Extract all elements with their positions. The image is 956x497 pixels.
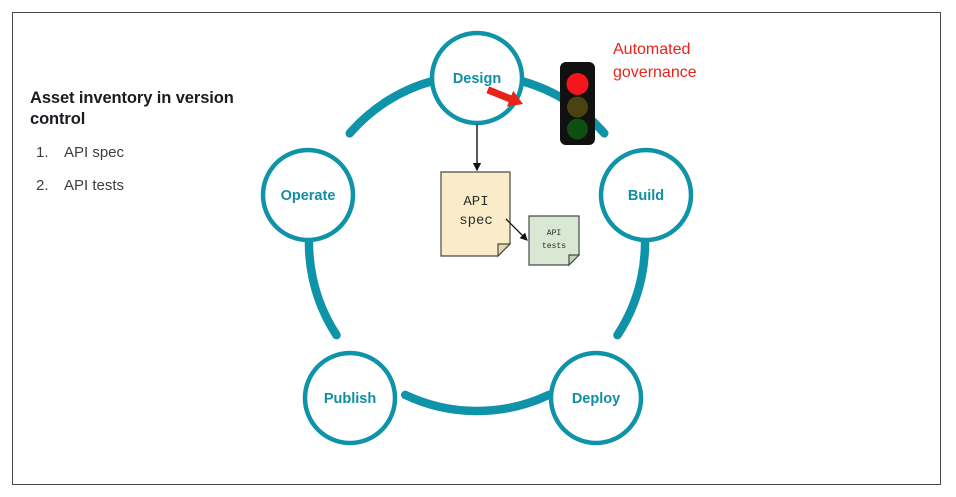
traffic-light — [560, 62, 595, 145]
node-design-label: Design — [453, 71, 501, 87]
api-tests-doc-line1: API — [547, 229, 561, 238]
api-spec-doc: API spec — [440, 171, 512, 258]
red-pointer-arrow-shape — [486, 86, 523, 107]
api-tests-doc-fold — [568, 254, 581, 267]
red-light — [566, 73, 589, 95]
node-deploy-label: Deploy — [572, 391, 620, 407]
red-pointer-arrow — [486, 86, 523, 107]
api-tests-doc: API tests — [528, 215, 581, 267]
green-light — [567, 118, 588, 140]
api-spec-doc-line1: API — [463, 194, 488, 210]
asset-inventory-panel: Asset inventory in version control 1. AP… — [30, 88, 240, 210]
list-item-label: API tests — [64, 177, 125, 195]
api-spec-doc-line2: spec — [459, 213, 493, 229]
list-item-number: 2. — [36, 177, 49, 195]
node-deploy-circle[interactable] — [548, 350, 644, 446]
node-operate-label: Operate — [281, 188, 336, 204]
node-publish-label: Publish — [324, 391, 376, 407]
ring-arc-deploy-publish — [401, 390, 553, 416]
ring-arc-operate-design — [345, 77, 436, 138]
amber-light — [567, 96, 588, 118]
node-operate[interactable]: Operate — [260, 147, 356, 243]
list-item-label: API spec — [64, 144, 125, 162]
node-build-circle[interactable] — [598, 147, 694, 243]
node-build-label: Build — [628, 188, 664, 204]
asset-inventory-list: 1. API spec 2. API tests — [30, 144, 240, 194]
node-deploy[interactable]: Deploy — [548, 350, 644, 446]
node-design[interactable]: Design — [429, 30, 525, 126]
list-item: 1. API spec — [30, 144, 240, 161]
list-item-number: 1. — [36, 144, 49, 162]
lifecycle-nodes: Design Build Deploy Publish Operate — [260, 30, 694, 446]
automated-governance-annotation: Automated governance — [613, 39, 783, 84]
node-publish-circle[interactable] — [302, 350, 398, 446]
node-operate-circle[interactable] — [260, 147, 356, 243]
arrow-api-spec-to-api-tests — [505, 218, 528, 241]
list-item: 2. API tests — [30, 177, 240, 194]
node-publish[interactable]: Publish — [302, 350, 398, 446]
annotation-line-1: Automated — [613, 41, 691, 58]
api-spec-doc-fold — [497, 243, 512, 258]
node-design-circle[interactable] — [429, 30, 525, 126]
api-tests-doc-line2: tests — [542, 242, 566, 251]
annotation-line-2: governance — [613, 63, 697, 81]
node-build[interactable]: Build — [598, 147, 694, 243]
asset-inventory-heading: Asset inventory in version control — [30, 89, 234, 129]
